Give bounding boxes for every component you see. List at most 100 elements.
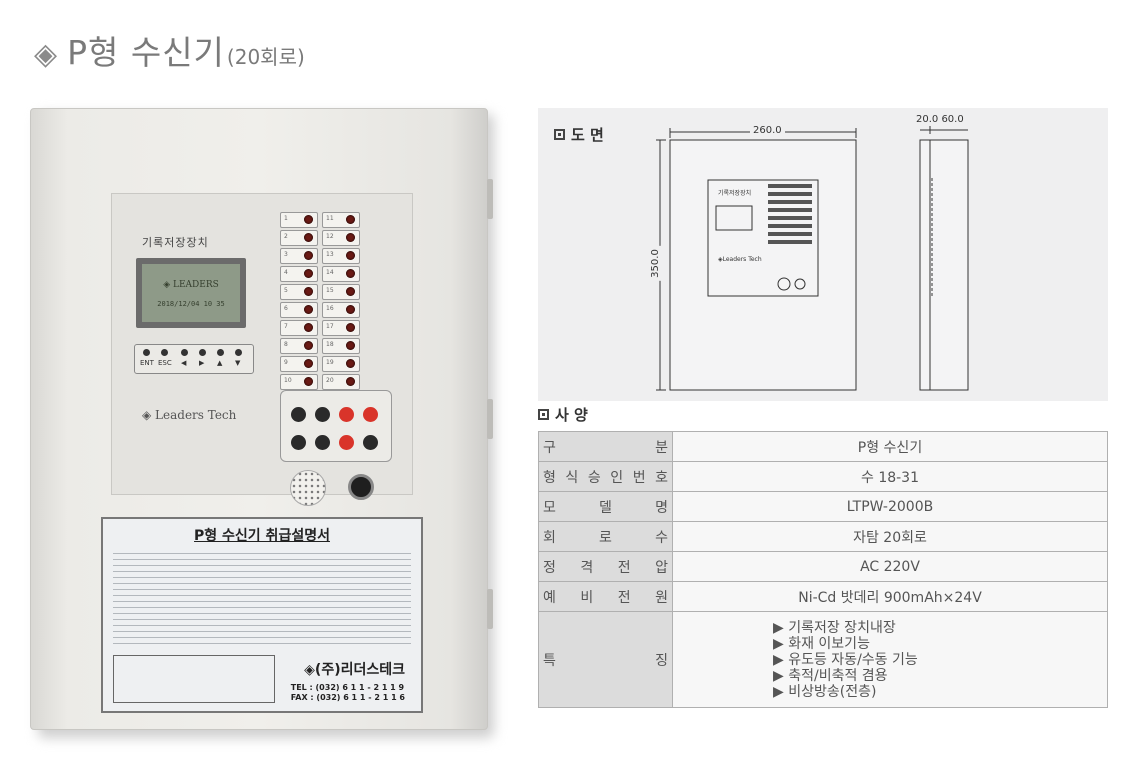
zone-led: 5 — [280, 284, 318, 300]
spec-value: Ni-Cd 밧데리 900mAh×24V — [672, 581, 1108, 612]
feature-item: ▶ 축적/비축적 겸용 — [773, 667, 888, 684]
page-title: ◈ P형 수신기 (20회로) — [34, 26, 305, 72]
zone-led: 12 — [322, 230, 360, 246]
control-button[interactable] — [363, 407, 378, 422]
zone-led: 10 — [280, 374, 318, 390]
zone-led: 9 — [280, 356, 318, 372]
drawing-header: 도 면 — [554, 124, 604, 145]
key-switch[interactable] — [348, 474, 374, 500]
record-device-label: 기록저장장치 — [142, 236, 209, 249]
company-name: ◈(주)리더스테크 — [304, 662, 405, 678]
zone-led: 17 — [322, 320, 360, 336]
lcd-datetime: 2018/12/04 10 35 — [157, 300, 225, 308]
spec-header: 사 양 — [538, 404, 588, 425]
key-button[interactable] — [235, 349, 242, 356]
spec-value: LTPW-2000B — [672, 491, 1108, 522]
key-label: ▲ — [217, 359, 223, 367]
manual-title: P형 수신기 취급설명서 — [194, 528, 330, 544]
hinge — [487, 399, 493, 439]
product-photo: 기록저장장치 ◈ LEADERS 2018/12/04 10 35 ENT ES… — [30, 108, 500, 738]
zone-led: 15 — [322, 284, 360, 300]
keypad: ENT ESC ◀ ▶ ▲ ▼ — [134, 344, 254, 374]
zone-led: 1 — [280, 212, 318, 228]
zone-led: 20 — [322, 374, 360, 390]
zone-led: 8 — [280, 338, 318, 354]
control-button[interactable] — [315, 435, 330, 450]
speaker-grille — [290, 470, 326, 506]
company-contact: TEL : (032) 6 1 1 - 2 1 1 9 FAX : (032) … — [290, 683, 405, 702]
zone-led: 11 — [322, 212, 360, 228]
square-bullet-icon — [554, 129, 565, 140]
zone-led: 13 — [322, 248, 360, 264]
zone-led: 14 — [322, 266, 360, 282]
spec-features: ▶ 기록저장 장치내장▶ 화재 이보기능▶ 유도등 자동/수동 기능▶ 축적/비… — [672, 611, 1108, 708]
key-label: ◀ — [181, 359, 187, 367]
receiver-cabinet: 기록저장장치 ◈ LEADERS 2018/12/04 10 35 ENT ES… — [30, 108, 493, 730]
control-panel: 기록저장장치 ◈ LEADERS 2018/12/04 10 35 ENT ES… — [111, 193, 413, 506]
hinge — [487, 589, 493, 629]
control-button[interactable] — [291, 407, 306, 422]
feature-item: ▶ 화재 이보기능 — [773, 635, 870, 652]
control-button[interactable] — [363, 435, 378, 450]
control-button[interactable] — [339, 407, 354, 422]
key-button[interactable] — [181, 349, 188, 356]
zone-led: 3 — [280, 248, 318, 264]
control-button[interactable] — [339, 435, 354, 450]
key-label: ESC — [158, 359, 172, 367]
page-title-sub: (20회로) — [226, 45, 305, 69]
key-button[interactable] — [199, 349, 206, 356]
zone-led: 2 — [280, 230, 318, 246]
side-dimension: 20.0 60.0 — [916, 114, 964, 125]
instruction-sheet: P형 수신기 취급설명서 ◈(주)리더스테크 TEL : (032) 6 1 1… — [101, 517, 423, 713]
page-title-main: P형 수신기 — [67, 33, 225, 72]
control-button[interactable] — [315, 407, 330, 422]
square-bullet-icon — [538, 409, 549, 420]
hinge — [487, 179, 493, 219]
zone-led: 18 — [322, 338, 360, 354]
height-dimension: 350.0 — [649, 246, 661, 281]
diamond-icon: ◈ — [34, 37, 58, 72]
key-label: ENT — [140, 359, 154, 367]
key-label: ▶ — [199, 359, 205, 367]
key-button[interactable] — [143, 349, 150, 356]
zone-led: 6 — [280, 302, 318, 318]
key-label: ▼ — [235, 359, 241, 367]
brand-label: ◈ Leaders Tech — [142, 408, 237, 422]
feature-item: ▶ 기록저장 장치내장 — [773, 619, 896, 636]
button-panel — [280, 390, 392, 462]
control-button[interactable] — [291, 435, 306, 450]
zone-led: 7 — [280, 320, 318, 336]
key-button[interactable] — [161, 349, 168, 356]
spec-value: P형 수신기 — [672, 431, 1108, 462]
dimension-drawing — [656, 126, 969, 391]
lcd-display: ◈ LEADERS 2018/12/04 10 35 — [136, 258, 246, 328]
spec-value: 자탐 20회로 — [672, 521, 1108, 552]
spec-value: AC 220V — [672, 551, 1108, 582]
drawing-panel: 도 면 — [538, 108, 1108, 401]
zone-led: 4 — [280, 266, 318, 282]
feature-item: ▶ 유도등 자동/수동 기능 — [773, 651, 918, 668]
mini-device-label: 기록저장장치 — [718, 190, 752, 197]
zone-led: 19 — [322, 356, 360, 372]
key-button[interactable] — [217, 349, 224, 356]
width-dimension: 260.0 — [750, 125, 785, 136]
zone-led: 16 — [322, 302, 360, 318]
feature-item: ▶ 비상방송(전층) — [773, 683, 877, 700]
lcd-brand: ◈ LEADERS — [163, 280, 219, 290]
spec-value: 수 18-31 — [672, 461, 1108, 492]
